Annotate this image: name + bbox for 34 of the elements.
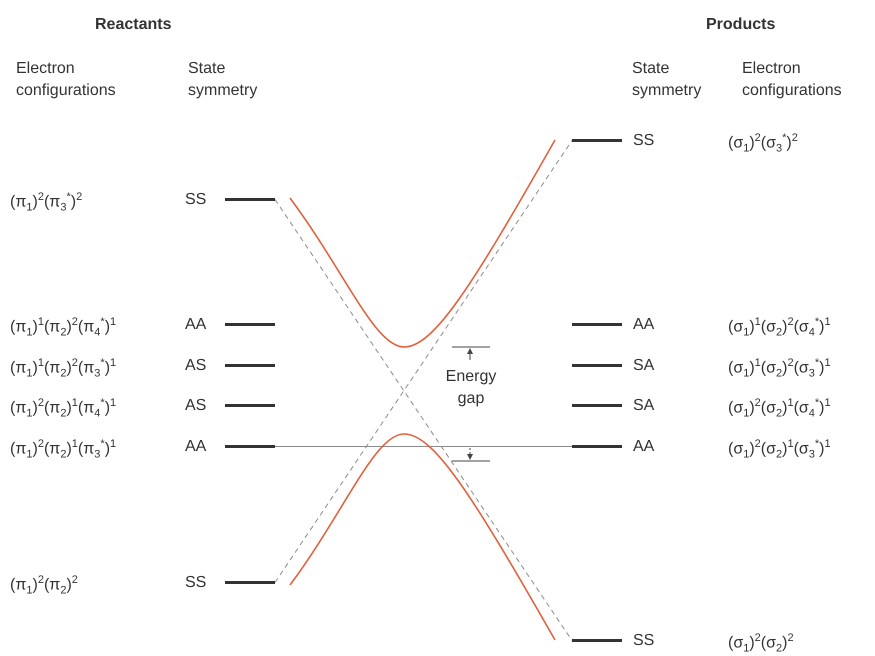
state-symmetry: SS [633, 132, 654, 150]
state-symmetry: SS [185, 574, 206, 592]
column-subheading: State symmetry [188, 59, 258, 101]
electron-configuration: (π$_{1}$)$^{2}$(π$_{2}$)$^{2}$ [10, 573, 78, 599]
electron-configuration: (σ$_{1}$)$^{2}$(σ$_{2}$)$^{1}$(σ$_{3}$$^{*}$)$^{1}$ [728, 437, 831, 463]
correlation-line [274, 199, 572, 641]
electron-configuration: (σ$_{1}$)$^{2}$(σ$_{2}$)$^{1}$(σ$_{4}$$^{*}$)$^{1}$ [728, 396, 831, 422]
column-subheading: Electron configurations [742, 59, 843, 101]
electron-configuration: (π$_{1}$)$^{2}$(π$_{2}$)$^{1}$(π$_{4}$$^{*}$)$^{1}$ [10, 396, 116, 422]
state-symmetry: AA [185, 438, 206, 456]
electron-configuration: (σ$_{1}$)$^{1}$(σ$_{2}$)$^{2}$(σ$_{3}$$^{*}$)$^{1}$ [728, 356, 831, 382]
column-heading: Reactants [95, 15, 172, 35]
state-symmetry: SA [633, 357, 654, 375]
electron-configuration: (π$_{1}$)$^{1}$(π$_{2}$)$^{2}$(π$_{4}$$^{*}$)$^{1}$ [10, 315, 116, 341]
state-symmetry: AA [185, 316, 206, 334]
electron-configuration: (σ$_{1}$)$^{1}$(σ$_{2}$)$^{2}$(σ$_{4}$$^{*}$)$^{1}$ [728, 315, 831, 341]
state-symmetry: AS [185, 397, 206, 415]
state-symmetry: SA [633, 397, 654, 415]
electron-configuration: (π$_{1}$)$^{2}$(π$_{3}$$^{*}$)$^{2}$ [10, 190, 82, 216]
state-symmetry: SS [633, 632, 654, 650]
connector-line [274, 446, 572, 447]
state-symmetry: AA [633, 438, 654, 456]
state-symmetry: AS [185, 357, 206, 375]
electron-configuration: (σ$_{1}$)$^{2}$(σ$_{2}$)$^{2}$ [728, 631, 794, 656]
electron-configuration: (π$_{1}$)$^{1}$(π$_{2}$)$^{2}$(π$_{3}$$^{*}$)$^{1}$ [10, 356, 116, 382]
column-subheading: State symmetry [632, 59, 702, 101]
electron-configuration: (π$_{1}$)$^{2}$(π$_{2}$)$^{1}$(π$_{3}$$^{*}$)$^{1}$ [10, 437, 116, 463]
column-heading: Products [706, 15, 776, 35]
electron-configuration: (σ$_{1}$)$^{2}$(σ$_{3}$$^{*}$)$^{2}$ [728, 131, 798, 157]
dimension-label: Energy gap [444, 367, 498, 409]
state-symmetry: SS [185, 191, 206, 209]
state-symmetry: AA [633, 316, 654, 334]
column-subheading: Electron configurations [16, 59, 117, 101]
correlation-line [274, 140, 572, 583]
